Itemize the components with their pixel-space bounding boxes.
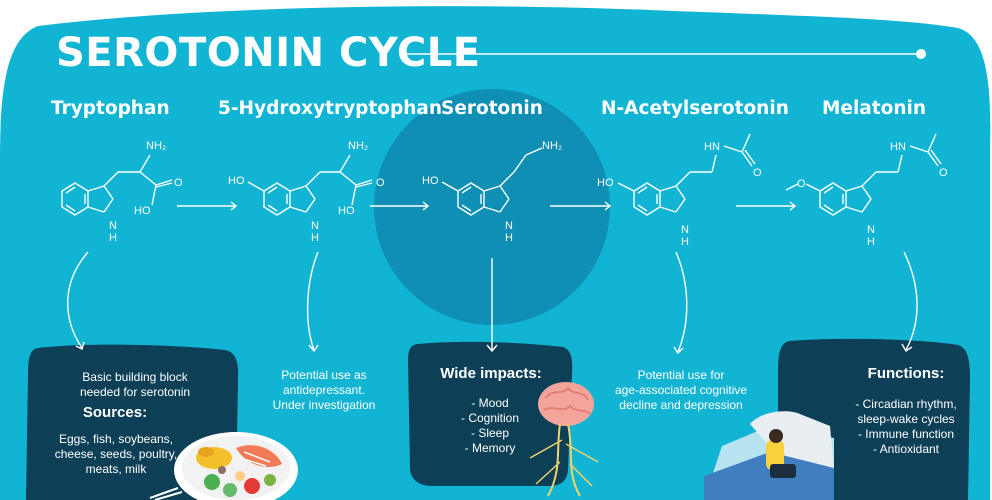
atom-label-h: H <box>867 236 875 248</box>
n-acetylserotonin-structure <box>617 133 756 216</box>
molecule-name-melatonin: Melatonin <box>822 98 927 119</box>
atom-label-nh2: NH₂ <box>348 140 368 152</box>
atom-label-n: N <box>109 220 117 232</box>
atom-label-h: H <box>109 232 117 244</box>
food-plate-illustration <box>149 432 298 500</box>
molecule-name-5-hydroxytryptophan: 5-Hydroxytryptophan <box>218 98 443 119</box>
melatonin-functions-title: Functions: <box>867 365 945 382</box>
serotonin-impacts-list: - Mood - Cognition - Sleep - Memory <box>460 396 520 455</box>
atom-label-h: H <box>505 232 513 244</box>
atom-label-n: N <box>681 224 689 236</box>
description-arrows <box>66 251 918 355</box>
serotonin-box <box>408 341 573 486</box>
n-acetylserotonin-description: Potential use for age-associated cogniti… <box>614 368 748 412</box>
atom-label-o: O <box>797 178 806 190</box>
tryptophan-description: Basic building block needed for serotoni… <box>79 370 191 399</box>
molecule-name-serotonin: Serotonin <box>441 98 543 119</box>
melatonin-structure <box>785 133 942 216</box>
atom-label-ho: HO <box>597 177 614 189</box>
atom-label-n: N <box>311 220 319 232</box>
atom-label-hn: HN <box>890 141 906 153</box>
atom-label-o: O <box>753 167 762 179</box>
serotonin-structure <box>441 147 543 216</box>
serotonin-impacts-title: Wide impacts: <box>440 365 542 382</box>
molecule-name-tryptophan: Tryptophan <box>51 98 170 119</box>
atom-label-o: O <box>376 177 385 189</box>
molecule-name-n-acetylserotonin: N-Acetylserotonin <box>601 98 789 119</box>
atom-label-o: O <box>174 177 183 189</box>
page-title: SEROTONIN CYCLE <box>56 30 481 76</box>
atom-label-ho: HO <box>134 205 151 217</box>
atom-label-ho: HO <box>338 205 355 217</box>
title-rule-dot <box>916 49 926 59</box>
5-hydroxytryptophan-description: Potential use as antidepressant. Under i… <box>272 368 376 412</box>
atom-label-h: H <box>311 232 319 244</box>
5-hydroxytryptophan-structure <box>247 154 373 216</box>
atom-label-o: O <box>939 167 948 179</box>
atom-label-nh2: NH₂ <box>542 140 562 152</box>
atom-label-h: H <box>681 236 689 248</box>
atom-label-ho: HO <box>228 175 245 187</box>
tryptophan-sources-title: Sources: <box>82 404 148 421</box>
atom-label-n: N <box>505 220 513 232</box>
atom-label-hn: HN <box>704 141 720 153</box>
atom-labels: NH₂ O HO N H NH₂ O HO HO N H NH₂ HO N H … <box>109 140 948 248</box>
atom-label-ho: HO <box>422 175 439 187</box>
atom-label-n: N <box>867 224 875 236</box>
atom-label-nh2: NH₂ <box>146 140 166 152</box>
bed-illustration <box>704 411 834 500</box>
serotonin-highlight-circle <box>374 89 610 325</box>
melatonin-functions-list: - Circadian rhythm, sleep-wake cycles - … <box>855 397 957 456</box>
tryptophan-sources-list: Eggs, fish, soybeans, cheese, seeds, pou… <box>54 432 178 476</box>
reaction-arrows <box>177 201 797 211</box>
tryptophan-structure <box>61 154 173 216</box>
brain-illustration <box>529 382 599 497</box>
